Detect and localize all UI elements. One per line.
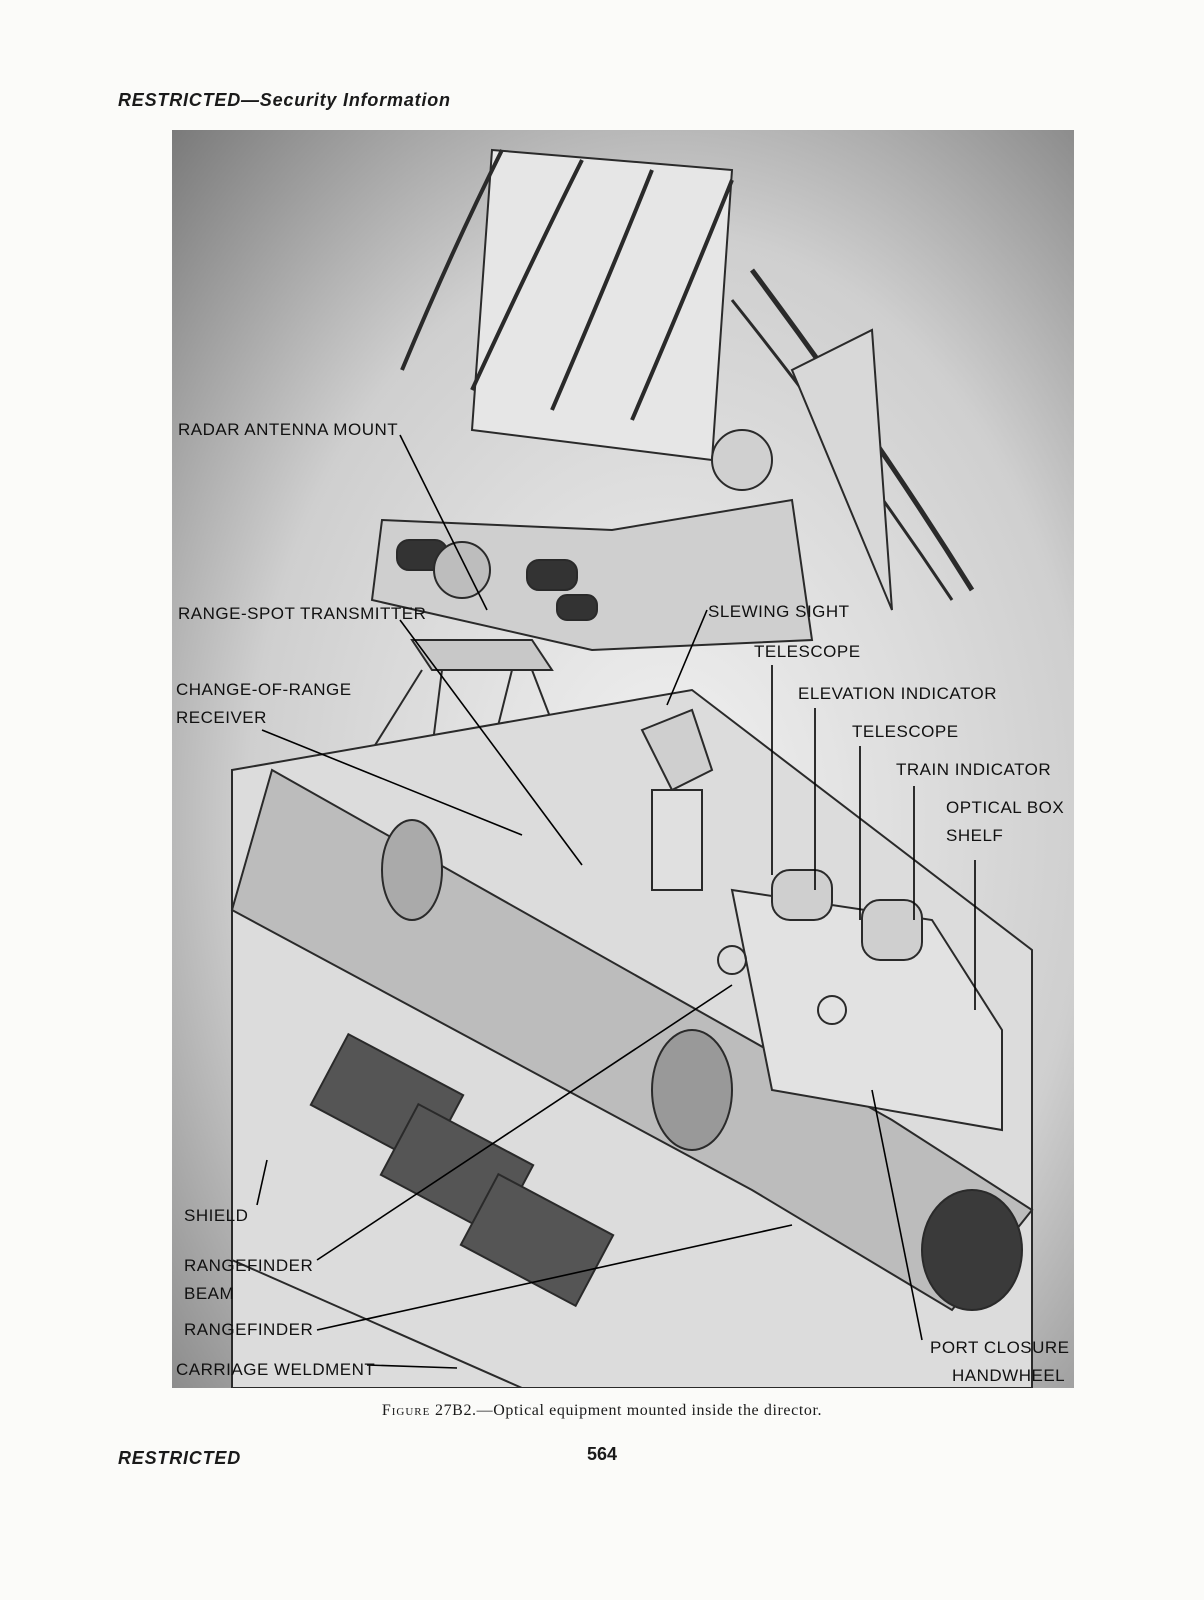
label-telescope-2: TELESCOPE [852,722,959,741]
label-rangefinder: RANGEFINDER [184,1320,314,1339]
label-optical-box-shelf-2: SHELF [946,826,1004,845]
figure-caption: Figure 27B2.—Optical equipment mounted i… [0,1402,1204,1420]
label-telescope-1: TELESCOPE [754,642,861,661]
label-rangefinder-beam-2: BEAM [184,1284,235,1303]
label-carriage-weldment: CARRIAGE WELDMENT [176,1360,376,1379]
security-footer: RESTRICTED [118,1448,242,1468]
figure-caption-text: 27B2.—Optical equipment mounted inside t… [434,1402,823,1419]
equipment-drawing [230,148,1034,1388]
label-radar-antenna-mount: RADAR ANTENNA MOUNT [178,420,399,439]
label-range-spot-transmitter: RANGE-SPOT TRANSMITTER [178,604,427,623]
label-optical-box-shelf-1: OPTICAL BOX [946,798,1065,817]
label-change-of-range-receiver-1: CHANGE-OF-RANGE [176,680,352,699]
label-change-of-range-receiver-2: RECEIVER [176,708,267,727]
label-slewing-sight: SLEWING SIGHT [708,602,850,621]
label-rangefinder-beam-1: RANGEFINDER [184,1256,314,1275]
security-header: RESTRICTED—Security Information [118,90,451,110]
director-illustration: RADAR ANTENNA MOUNT RANGE-SPOT TRANSMITT… [172,130,1074,1388]
label-port-closure-handwheel-2: HANDWHEEL [952,1366,1066,1385]
label-elevation-indicator: ELEVATION INDICATOR [798,684,998,703]
label-port-closure-handwheel-1: PORT CLOSURE [930,1338,1070,1357]
label-shield: SHIELD [184,1206,249,1225]
figure-caption-label: Figure [381,1402,431,1419]
page-number: 564 [586,1444,618,1464]
label-train-indicator: TRAIN INDICATOR [896,760,1052,779]
